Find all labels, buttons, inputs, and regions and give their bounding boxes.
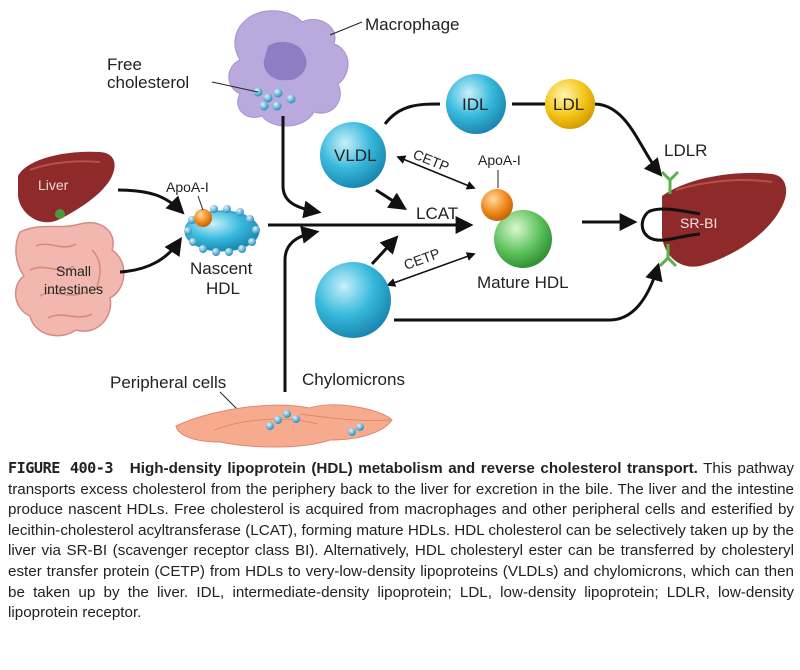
liver-label: Liver	[38, 177, 69, 193]
peripheral-cells	[175, 404, 393, 448]
apoa1-right-label: ApoA-I	[478, 152, 521, 168]
srbi-label: SR-BI	[680, 215, 717, 231]
figure-label: FIGURE 400-3	[8, 459, 114, 477]
figure-body: This pathway transports excess cholester…	[8, 460, 794, 622]
cetp-bottom-label: CETP	[402, 245, 443, 273]
free-cholesterol-label-line1: Free	[107, 55, 142, 74]
small-intestines-label-line1: Small	[56, 263, 91, 279]
macrophage-cell	[228, 10, 349, 127]
macrophage-label: Macrophage	[365, 15, 460, 34]
liver-right	[662, 172, 787, 267]
chylomicrons-label: Chylomicrons	[302, 370, 405, 389]
apoa1-left-label: ApoA-I	[166, 179, 209, 195]
nascent-hdl-label-line1: Nascent	[190, 259, 253, 278]
ldl-particle	[545, 79, 595, 129]
srbi-receptor	[640, 207, 701, 242]
small-intestines-label-line2: intestines	[44, 281, 103, 297]
hdl-metabolism-diagram: Macrophage Free cholesterol Liver Small …	[15, 10, 787, 448]
ldlr-receptor-bottom	[658, 244, 678, 268]
small-intestines	[15, 221, 125, 337]
nascent-hdl	[184, 205, 260, 256]
figure-title: High-density lipoprotein (HDL) metabolis…	[129, 460, 698, 477]
mature-hdl-label: Mature HDL	[477, 273, 569, 292]
idl-label: IDL	[462, 95, 488, 114]
ldlr-label: LDLR	[664, 141, 707, 160]
figure-caption: FIGURE 400-3 High-density lipoprotein (H…	[8, 458, 794, 624]
ldl-label: LDL	[553, 95, 584, 114]
mature-hdl	[481, 189, 552, 268]
vldl-particle	[320, 122, 386, 188]
vldl-label: VLDL	[334, 146, 377, 165]
nascent-hdl-label-line2: HDL	[206, 279, 240, 298]
peripheral-cells-label: Peripheral cells	[110, 373, 226, 392]
liver-left	[18, 151, 115, 223]
lcat-label: LCAT	[416, 204, 458, 223]
free-cholesterol-label-line2: cholesterol	[107, 73, 189, 92]
ldlr-receptor-top	[660, 170, 680, 194]
free-cholesterol-droplets	[253, 87, 296, 111]
idl-particle	[446, 74, 506, 134]
chylomicron-particle	[315, 262, 391, 338]
